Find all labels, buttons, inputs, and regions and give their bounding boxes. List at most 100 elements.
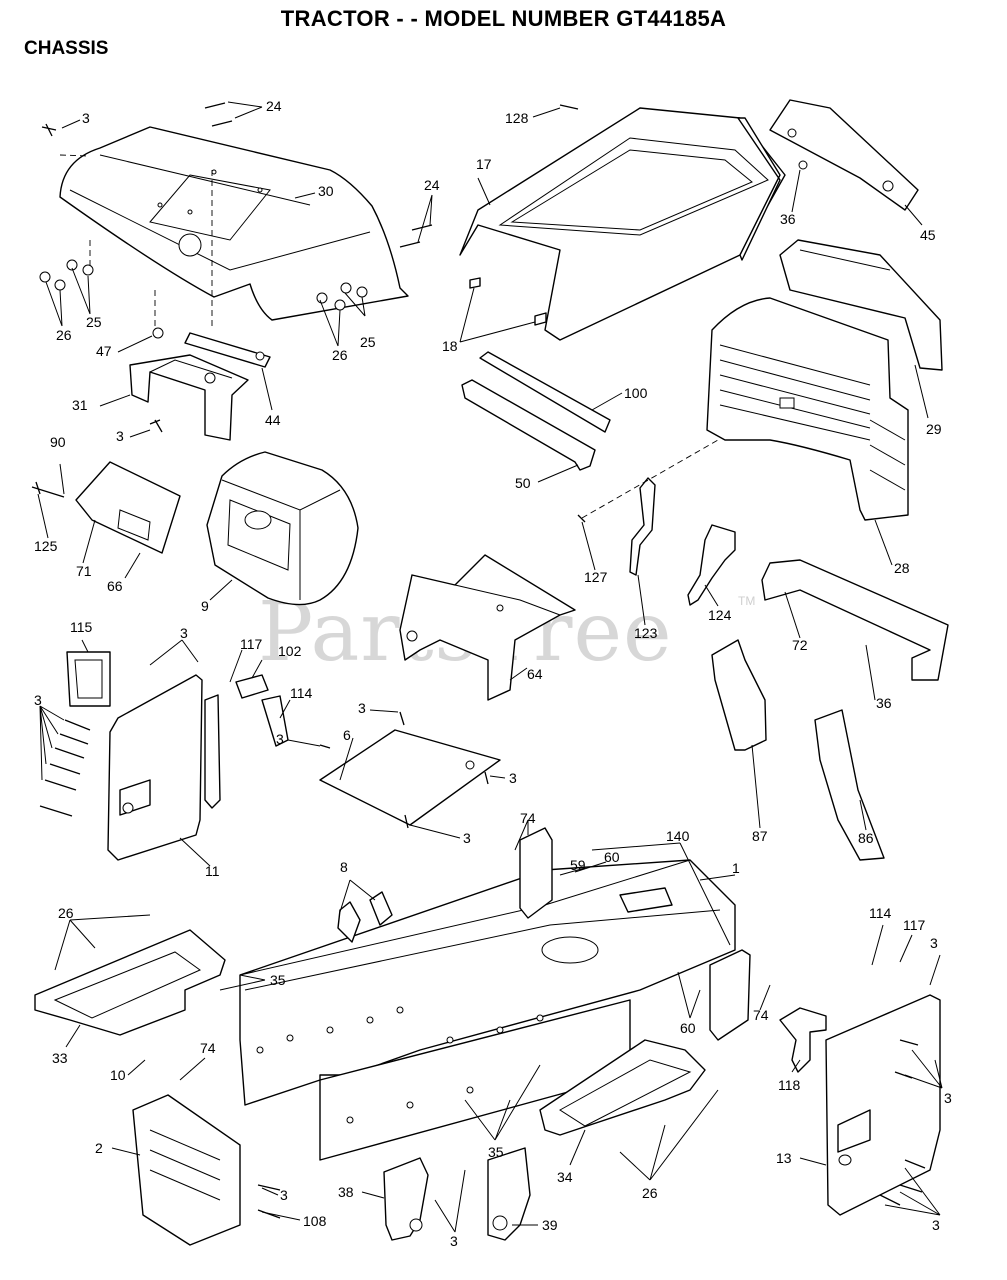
dash-bracket-part-31 [129,327,271,441]
callout-108: 108 [303,1213,327,1229]
callout-3: 3 [358,700,366,716]
callout-66: 66 [107,578,123,594]
callout-25: 25 [360,334,376,350]
callout-74: 74 [200,1040,216,1056]
callout-74: 74 [753,1007,769,1023]
callout-36: 36 [780,211,796,227]
panel-part-66 [31,461,181,554]
callout-3: 3 [180,625,188,641]
callout-3: 3 [463,830,471,846]
callout-87: 87 [752,828,768,844]
callout-44: 44 [265,412,281,428]
frame-part-72 [761,559,949,681]
callout-26: 26 [642,1185,658,1201]
callout-35: 35 [488,1144,504,1160]
callout-50: 50 [515,475,531,491]
callout-34: 34 [557,1169,573,1185]
callout-8: 8 [340,859,348,875]
callout-71: 71 [76,563,92,579]
callout-3: 3 [450,1233,458,1249]
callout-140: 140 [666,828,690,844]
callout-3: 3 [280,1187,288,1203]
section-heading: CHASSIS [24,38,109,59]
callout-3: 3 [930,935,938,951]
callout-3: 3 [944,1090,952,1106]
callout-13: 13 [776,1150,792,1166]
callout-115: 115 [70,619,93,635]
console-bracket-part-64 [399,554,576,701]
callout-35: 35 [270,972,286,988]
callout-11: 11 [205,863,220,879]
callout-29: 29 [926,421,942,437]
floor-plate-part-6 [319,711,501,829]
callout-26: 26 [332,347,348,363]
callout-118: 118 [778,1077,801,1093]
callout-60: 60 [680,1020,696,1036]
bracket-part-140 [709,949,751,1041]
callout-127: 127 [584,569,608,585]
callout-117: 117 [903,917,926,933]
callout-3: 3 [116,428,124,444]
bracket-part-124 [687,524,736,606]
callout-38: 38 [338,1184,354,1200]
support-part-100 [461,351,611,471]
main-frame-part-1 [239,827,736,1161]
callout-90: 90 [50,434,66,450]
callout-64: 64 [527,666,543,682]
callout-10: 10 [110,1067,126,1083]
callout-2: 2 [95,1140,103,1156]
callout-117: 117 [240,636,263,652]
bracket-part-39 [487,1147,531,1241]
front-plate-part-2 [132,1094,281,1246]
gasket-part-115 [66,651,111,707]
dash-panel-part-30 [59,126,409,321]
callout-45: 45 [920,227,936,243]
callout-102: 102 [278,643,302,659]
panel-part-86 [814,709,885,861]
callout-124: 124 [708,607,732,623]
callout-6: 6 [343,727,351,743]
callout-3: 3 [82,110,90,126]
bracket-part-38 [383,1157,429,1241]
callout-3: 3 [509,770,517,786]
callout-72: 72 [792,637,808,653]
callout-3: 3 [276,731,284,747]
callout-114: 114 [869,905,892,921]
watermark-trademark: TM [738,594,756,608]
dash-housing-part-9 [206,451,359,606]
callout-26: 26 [56,327,72,343]
panel-part-87 [711,639,767,751]
side-plate-part-11 [39,674,221,861]
callout-17: 17 [476,156,492,172]
bracket-part-118 [779,1007,827,1073]
callout-24: 24 [266,98,282,114]
callout-25: 25 [86,314,102,330]
callout-100: 100 [624,385,648,401]
callout-24: 24 [424,177,440,193]
callout-3: 3 [34,692,42,708]
callout-125: 125 [34,538,58,554]
callout-47: 47 [96,343,112,359]
callout-86: 86 [858,830,874,846]
callout-123: 123 [634,625,658,641]
callout-30: 30 [318,183,334,199]
page-title: TRACTOR - - MODEL NUMBER GT44185A [280,6,727,31]
footrest-part-33 [34,929,226,1036]
callout-18: 18 [442,338,458,354]
callout-9: 9 [201,598,209,614]
callout-26: 26 [58,905,74,921]
callout-36: 36 [876,695,892,711]
rear-bracket-part-45 [769,99,919,211]
callout-114: 114 [290,685,313,701]
callout-1: 1 [732,860,740,876]
fender-liner-part-29 [779,239,943,371]
hood-fasteners [39,102,433,330]
footrest-part-34 [539,1039,706,1136]
callout-33: 33 [52,1050,68,1066]
callout-labels: 3 24 30 24 25 26 26 25 47 31 44 3 90 125… [34,98,952,1249]
callout-59: 59 [570,857,586,873]
callout-3: 3 [932,1217,940,1233]
callout-31: 31 [72,397,88,413]
